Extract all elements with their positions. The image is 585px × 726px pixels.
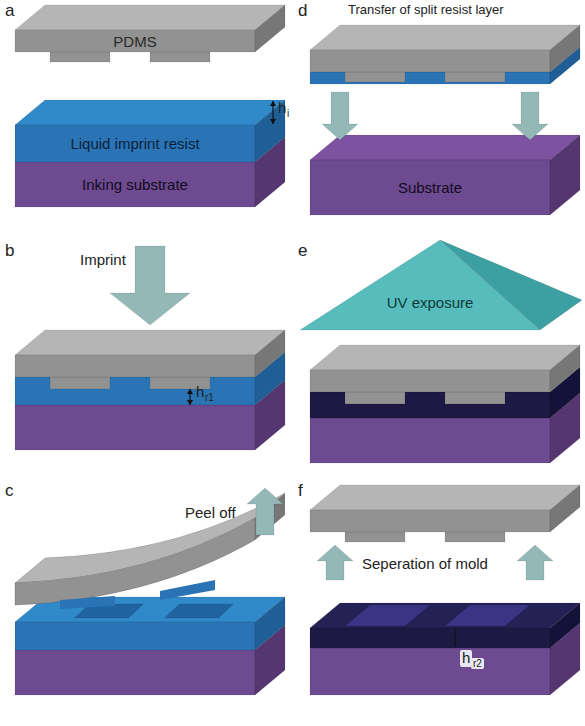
resist-ridge <box>345 605 430 626</box>
layer-name: Liquid imprint resist <box>70 135 199 152</box>
pdms-mold-side <box>550 25 580 72</box>
step-label: Transfer of split resist layer <box>348 3 504 17</box>
pdms-mold-front <box>310 50 550 72</box>
substrate-front <box>310 160 550 215</box>
dimension-subscript: r1 <box>205 392 214 403</box>
layer-name: UV exposure <box>387 294 474 311</box>
resist-layer-side <box>255 597 285 650</box>
dimension-tick <box>454 628 455 646</box>
mold-protrusion <box>150 52 210 62</box>
dimension-head <box>270 101 276 106</box>
resist-layer-front <box>15 377 255 405</box>
pdms-mold-front <box>310 370 550 392</box>
pdms-mold-top <box>15 330 285 355</box>
dimension-head <box>187 400 193 405</box>
step-label: Seperation of mold <box>362 556 488 573</box>
layer-label-box: Inking substrate <box>15 162 255 207</box>
layer-label-box: Liquid imprint resist <box>15 125 255 162</box>
step-label: Peel off <box>185 505 236 522</box>
panel-letter: f <box>298 482 303 501</box>
mold-protrusion <box>445 392 505 404</box>
step-label: Imprint <box>80 252 126 269</box>
layer-label-box: UV exposure <box>364 291 496 313</box>
pdms-mold-side <box>255 5 285 52</box>
peel-arrow <box>247 488 283 535</box>
substrate-top <box>310 135 580 160</box>
pdms-mold-front <box>310 510 550 532</box>
inking-substrate-front <box>15 405 255 450</box>
pdms-mold-side <box>550 345 580 392</box>
panel-letter: d <box>298 2 307 21</box>
separation-arrow <box>317 545 353 580</box>
panel-letter: c <box>5 482 14 501</box>
transfer-arrow <box>512 92 548 140</box>
mold-protrusion <box>445 72 505 82</box>
cured-resist-front <box>310 392 550 418</box>
inking-substrate-front <box>15 650 255 695</box>
pdms-mold-top <box>310 485 580 510</box>
pdms-mold-front <box>15 355 255 377</box>
inking-substrate-front <box>15 162 255 207</box>
dimension-subscript: r2 <box>471 658 484 669</box>
dimension-subscript: i <box>287 108 289 119</box>
uv-light-side <box>440 240 582 330</box>
mold-protrusion <box>50 52 110 62</box>
resist-layer-top <box>15 100 285 125</box>
dimension-head <box>270 119 276 124</box>
separation-arrow <box>517 545 553 580</box>
layer-label-box: PDMS <box>15 30 255 52</box>
transfer-arrow <box>322 92 358 140</box>
pdms-mold-top <box>310 25 580 50</box>
resist-imprint <box>165 604 234 618</box>
layer-name: Inking substrate <box>82 176 188 193</box>
mold-protrusion <box>345 532 405 542</box>
mold-protrusion <box>50 377 110 389</box>
mold-protrusion <box>345 392 405 404</box>
layer-name: PDMS <box>113 33 156 50</box>
split-resist <box>310 72 550 84</box>
panel-letter: a <box>5 2 14 21</box>
pdms-mold-front <box>15 518 255 605</box>
pdms-mold-top <box>310 345 580 370</box>
dimension-symbol: h <box>278 100 286 117</box>
substrate-side <box>550 135 580 215</box>
mold-protrusion <box>345 72 405 82</box>
substrate-front <box>310 648 550 695</box>
resist-layer-front <box>15 622 255 650</box>
resist-ridge <box>445 605 530 626</box>
substrate-front <box>310 418 550 463</box>
pdms-mold-front <box>15 30 255 52</box>
pdms-mold-side <box>255 330 285 377</box>
resist-layer-front <box>15 125 255 162</box>
dimension-symbol: h <box>196 384 204 401</box>
pdms-mold-top <box>15 5 285 30</box>
mold-protrusion <box>445 532 505 542</box>
cured-resist-front <box>310 628 550 648</box>
dimension-head <box>187 389 193 394</box>
layer-label-box: Substrate <box>310 160 550 215</box>
cured-resist-top <box>310 603 580 628</box>
pdms-mold-side <box>550 485 580 532</box>
layer-name: Substrate <box>398 179 462 196</box>
panel-letter: e <box>298 242 307 261</box>
split-resist <box>60 580 215 609</box>
cured-resist-side <box>550 603 580 648</box>
panel-letter: b <box>5 242 14 261</box>
